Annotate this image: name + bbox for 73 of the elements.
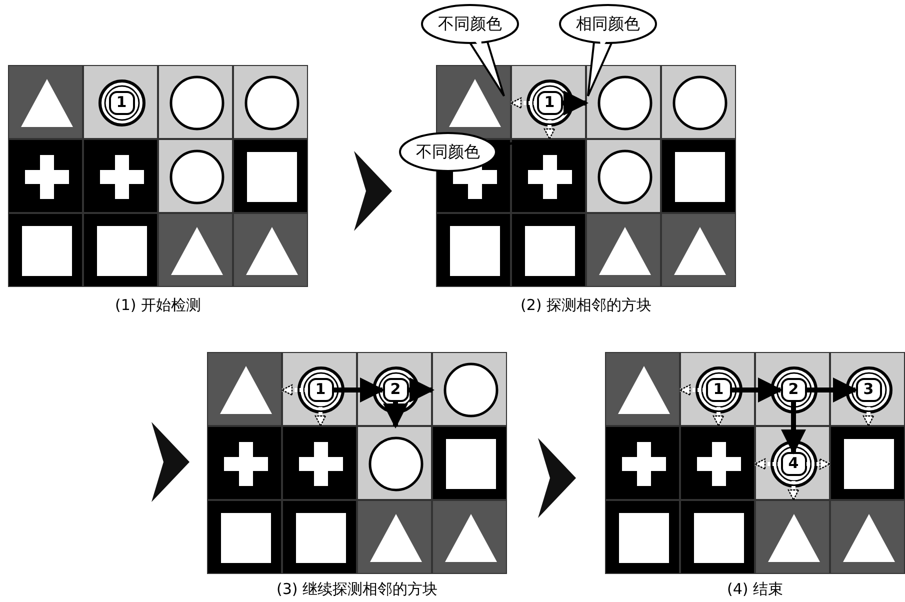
grid-panel xyxy=(8,65,308,287)
grid-cell xyxy=(83,213,158,287)
panel-label: (4) 结束 xyxy=(727,580,783,599)
grid-cell xyxy=(680,352,755,426)
speech-bubble: 不同颜色 xyxy=(420,2,526,102)
panel-label: (3) 继续探测相邻的方块 xyxy=(276,580,438,599)
grid-cell xyxy=(830,352,905,426)
number-badge: 1 xyxy=(706,378,732,402)
number-badge: 1 xyxy=(536,91,562,115)
panel-label: (2) 探测相邻的方块 xyxy=(520,296,652,315)
number-badge: 1 xyxy=(308,378,334,402)
dashed-arrow xyxy=(806,458,831,470)
grid-cell xyxy=(605,352,680,426)
number-badge: 2 xyxy=(382,378,408,402)
dashed-arrow xyxy=(281,384,308,396)
grid-cell xyxy=(586,139,661,213)
grid-cell xyxy=(432,352,507,426)
grid-cell xyxy=(830,426,905,500)
grid-cell xyxy=(511,65,586,139)
arrow xyxy=(732,378,783,402)
grid-cell xyxy=(207,426,282,500)
grid-cell xyxy=(233,139,308,213)
grid-cell xyxy=(8,139,83,213)
grid-cell xyxy=(158,213,233,287)
grid-cell xyxy=(282,426,357,500)
arrow xyxy=(334,378,385,402)
grid-cell xyxy=(8,213,83,287)
dashed-arrow xyxy=(679,384,706,396)
grid-cell xyxy=(233,65,308,139)
grid-cell xyxy=(158,65,233,139)
grid-cell xyxy=(357,426,432,500)
number-badge: 1 xyxy=(108,91,134,115)
grid-cell xyxy=(83,139,158,213)
grid-panel xyxy=(605,352,905,574)
grid-cell xyxy=(432,500,507,574)
grid-cell xyxy=(680,426,755,500)
grid-cell xyxy=(661,139,736,213)
grid-cell xyxy=(661,213,736,287)
grid-cell xyxy=(432,426,507,500)
panel-label: (1) 开始检测 xyxy=(115,296,201,315)
grid-cell xyxy=(586,213,661,287)
grid-cell xyxy=(158,139,233,213)
grid-cell xyxy=(830,500,905,574)
grid-cell xyxy=(605,500,680,574)
arrow xyxy=(781,402,806,454)
arrow xyxy=(806,378,858,402)
arrow xyxy=(562,90,588,116)
grid-cell xyxy=(511,139,586,213)
grid-cell xyxy=(233,213,308,287)
grid-cell xyxy=(282,352,357,426)
grid-cell xyxy=(357,500,432,574)
number-badge: 4 xyxy=(780,452,806,476)
dashed-arrow xyxy=(510,97,536,109)
grid-cell xyxy=(755,500,830,574)
number-badge: 3 xyxy=(856,378,882,402)
grid-cell xyxy=(680,500,755,574)
grid-cell xyxy=(83,65,158,139)
grid-cell xyxy=(436,65,511,139)
arrow xyxy=(383,402,408,428)
arrow xyxy=(408,378,434,402)
grid-cell xyxy=(661,65,736,139)
grid-cell xyxy=(207,500,282,574)
grid-cell xyxy=(511,213,586,287)
grid-cell xyxy=(605,426,680,500)
dashed-arrow xyxy=(754,458,780,470)
grid-cell xyxy=(282,500,357,574)
grid-cell xyxy=(586,65,661,139)
grid-cell xyxy=(755,352,830,426)
number-badge: 2 xyxy=(780,378,806,402)
grid-cell xyxy=(207,352,282,426)
grid-panel xyxy=(207,352,507,574)
grid-cell xyxy=(436,213,511,287)
grid-cell xyxy=(8,65,83,139)
